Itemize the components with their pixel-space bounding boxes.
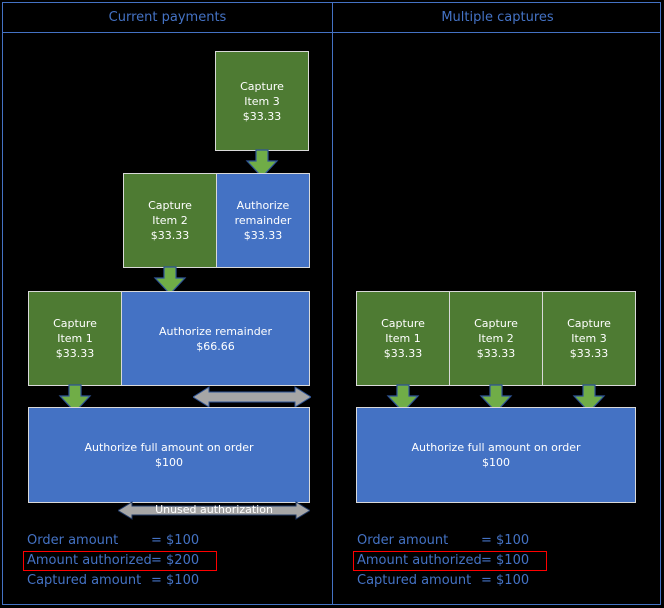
legend-row-highlighted: Amount authorized = $200 bbox=[23, 551, 223, 571]
box-amount: $33.33 bbox=[242, 109, 282, 123]
legend-label: Captured amount bbox=[357, 573, 472, 588]
box-title: Capture bbox=[53, 317, 97, 330]
box-item: Item 3 bbox=[571, 332, 607, 345]
box-amount: $33.33 bbox=[383, 347, 423, 360]
box-title: Authorize remainder bbox=[159, 324, 272, 338]
header-current-payments: Current payments bbox=[108, 10, 227, 25]
box-amount: $66.66 bbox=[196, 339, 235, 353]
box-title: Capture bbox=[474, 317, 518, 330]
legend-value: = $100 bbox=[481, 553, 530, 568]
left-capture-item-3-box[interactable]: Capture Item 3 $33.33 bbox=[215, 51, 309, 151]
arrow-down-icon bbox=[572, 384, 606, 414]
left-authorize-remainder-66-box[interactable]: Authorize remainder $66.66 bbox=[121, 291, 310, 386]
legend-value: = $100 bbox=[151, 573, 200, 588]
left-capture-item-1-box[interactable]: Capture Item 1 $33.33 bbox=[28, 291, 122, 386]
box-title: Authorize full amount on order bbox=[411, 441, 581, 454]
box-item: remainder bbox=[234, 214, 292, 227]
left-capture-item-2-box[interactable]: Capture Item 2 $33.33 bbox=[123, 173, 217, 268]
arrow-down-icon bbox=[58, 384, 92, 414]
legend-row: Captured amount = $100 bbox=[353, 571, 553, 591]
box-title: Capture bbox=[240, 79, 284, 93]
arrow-down-icon bbox=[153, 266, 187, 296]
left-authorize-remainder-33-box[interactable]: Authorize remainder $33.33 bbox=[216, 173, 310, 268]
box-item: Item 2 bbox=[152, 214, 188, 227]
authorization-span-double-arrow-icon bbox=[193, 386, 311, 408]
right-capture-item-2-box[interactable]: Capture Item 2 $33.33 bbox=[449, 291, 543, 386]
legend-label: Amount authorized bbox=[27, 553, 152, 568]
legend-row: Captured amount = $100 bbox=[23, 571, 223, 591]
header-multiple-captures: Multiple captures bbox=[441, 10, 554, 25]
panel-divider bbox=[332, 3, 333, 604]
right-capture-item-1-box[interactable]: Capture Item 1 $33.33 bbox=[356, 291, 450, 386]
box-title: Authorize full amount on order bbox=[84, 441, 254, 454]
box-amount: $33.33 bbox=[569, 347, 609, 360]
box-title: Capture bbox=[567, 317, 611, 330]
arrow-down-icon bbox=[479, 384, 513, 414]
box-title: Capture bbox=[381, 317, 425, 330]
box-title: Capture bbox=[148, 199, 192, 212]
box-amount: $33.33 bbox=[243, 229, 283, 242]
legend-value: = $100 bbox=[481, 573, 530, 588]
box-amount: $33.33 bbox=[476, 347, 516, 360]
right-capture-item-3-box[interactable]: Capture Item 3 $33.33 bbox=[542, 291, 636, 386]
box-item: Item 1 bbox=[385, 332, 421, 345]
highlight-box bbox=[353, 551, 547, 571]
legend-row-highlighted: Amount authorized = $100 bbox=[353, 551, 553, 571]
box-item: Item 2 bbox=[478, 332, 514, 345]
legend-label: Order amount bbox=[357, 533, 449, 548]
legend-value: = $100 bbox=[481, 533, 530, 548]
box-title: Authorize bbox=[236, 199, 290, 212]
unused-authorization-double-arrow-icon bbox=[118, 501, 310, 520]
left-authorize-full-amount-box[interactable]: Authorize full amount on order $100 bbox=[28, 407, 310, 503]
header-row bbox=[3, 3, 660, 33]
unused-authorization-label: Unused authorization bbox=[155, 503, 273, 516]
highlight-box bbox=[23, 551, 217, 571]
arrow-down-icon bbox=[245, 149, 279, 179]
right-authorize-full-amount-box[interactable]: Authorize full amount on order $100 bbox=[356, 407, 636, 503]
box-amount: $33.33 bbox=[55, 347, 95, 360]
legend-label: Captured amount bbox=[27, 573, 142, 588]
box-item: Item 3 bbox=[244, 94, 280, 108]
legend-label: Amount authorized bbox=[357, 553, 482, 568]
box-item: Item 1 bbox=[57, 332, 93, 345]
box-amount: $100 bbox=[155, 456, 183, 469]
legend-value: = $200 bbox=[151, 553, 200, 568]
legend-row: Order amount = $100 bbox=[353, 531, 553, 551]
arrow-down-icon bbox=[386, 384, 420, 414]
legend-value: = $100 bbox=[151, 533, 200, 548]
legend-label: Order amount bbox=[27, 533, 119, 548]
box-amount: $100 bbox=[482, 456, 510, 469]
left-legend: Order amount = $100 Amount authorized = … bbox=[23, 531, 223, 591]
box-amount: $33.33 bbox=[150, 229, 190, 242]
legend-row: Order amount = $100 bbox=[23, 531, 223, 551]
right-legend: Order amount = $100 Amount authorized = … bbox=[353, 531, 553, 591]
